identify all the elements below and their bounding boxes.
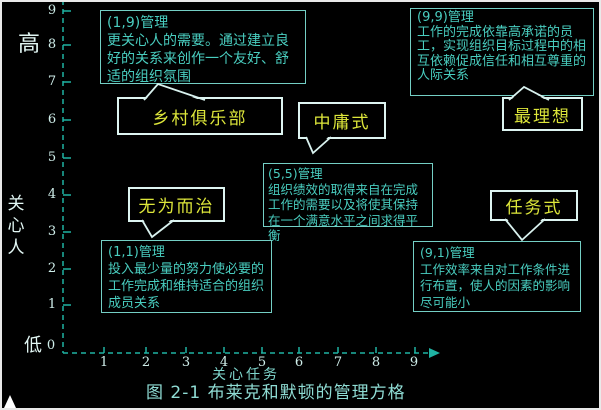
callout-task: 任务式 bbox=[490, 190, 578, 221]
grid-box-9-1: (9,1)管理 工作效率来自对工作条件进行布置，使人的因素的影响尽可能小 bbox=[413, 241, 581, 312]
x-tick-label: 8 bbox=[371, 355, 381, 370]
x-tick-label: 6 bbox=[294, 355, 304, 370]
origin-label: 0 bbox=[46, 338, 56, 353]
figure-caption: 图 2-1 布莱克和默顿的管理方格 bbox=[146, 383, 406, 403]
callout-laissez-faire: 无为而治 bbox=[128, 187, 225, 222]
grid-box-title: (1,1)管理 bbox=[108, 245, 165, 260]
x-tick-label: 5 bbox=[257, 355, 267, 370]
x-tick-label: 1 bbox=[99, 355, 109, 370]
grid-box-1-9: (1,9)管理 更关心人的需要。通过建立良好的关系来创作一个友好、舒适的组织氛围 bbox=[100, 10, 306, 85]
y-tick-label: 5 bbox=[47, 150, 57, 165]
y-tick-label: 2 bbox=[47, 261, 57, 276]
grid-box-title: (1,9)管理 bbox=[107, 15, 169, 31]
grid-box-title: (5,5)管理 bbox=[268, 166, 323, 181]
y-tick-label: 1 bbox=[47, 297, 57, 312]
y-axis-low-label: 低 bbox=[24, 335, 42, 356]
grid-box-body: 组织绩效的取得来自在完成工作的需要以及将使其保持在一个满意水平之间求得平衡 bbox=[268, 181, 419, 244]
y-axis-ticks bbox=[63, 10, 71, 306]
callout-label: 任务式 bbox=[505, 198, 563, 218]
x-tick-label: 9 bbox=[409, 355, 419, 370]
grid-box-body: 投入最少量的努力使必要的工作完成和维持适合的组织成员关系 bbox=[108, 262, 265, 311]
callout-label: 乡村俱乐部 bbox=[152, 108, 248, 129]
x-axis-title: 关心任务 bbox=[212, 367, 280, 383]
x-tick-label: 3 bbox=[181, 355, 191, 370]
grid-box-body: 工作的完成依靠高承诺的员工，实现组织目标过程中的相互依赖促成信任和相互尊重的人际… bbox=[417, 24, 587, 83]
y-axis-high-label: 高 bbox=[18, 32, 41, 57]
y-tick-label: 6 bbox=[47, 112, 57, 127]
x-tick-label: 2 bbox=[141, 355, 151, 370]
callout-label: 中庸式 bbox=[313, 113, 371, 133]
y-tick-label: 8 bbox=[47, 37, 57, 52]
y-tick-label: 4 bbox=[47, 187, 57, 202]
corner-mark-icon bbox=[4, 395, 16, 408]
grid-box-9-9: (9,9)管理 工作的完成依靠高承诺的员工，实现组织目标过程中的相互依赖促成信任… bbox=[410, 8, 594, 96]
grid-box-5-5: (5,5)管理 组织绩效的取得来自在完成工作的需要以及将使其保持在一个满意水平之… bbox=[263, 163, 433, 243]
x-axis-ticks bbox=[103, 347, 416, 353]
callout-country-club: 乡村俱乐部 bbox=[117, 97, 283, 135]
x-tick-label: 7 bbox=[333, 355, 343, 370]
callout-middle-road: 中庸式 bbox=[298, 102, 386, 139]
y-axis-title: 关心人 bbox=[7, 194, 25, 258]
callout-ideal: 最理想 bbox=[502, 97, 583, 131]
grid-box-body: 工作效率来自对工作条件进行布置，使人的因素的影响尽可能小 bbox=[420, 261, 571, 310]
grid-box-title: (9,1)管理 bbox=[420, 245, 475, 260]
grid-box-title: (9,9)管理 bbox=[417, 10, 474, 25]
callout-label: 最理想 bbox=[514, 106, 571, 127]
y-tick-label: 9 bbox=[47, 3, 57, 18]
callout-label: 无为而治 bbox=[138, 197, 215, 217]
y-tick-label: 3 bbox=[47, 224, 57, 239]
y-tick-label: 7 bbox=[47, 74, 57, 89]
grid-box-1-1: (1,1)管理 投入最少量的努力使必要的工作完成和维持适合的组织成员关系 bbox=[101, 240, 272, 313]
grid-box-body: 更关心人的需要。通过建立良好的关系来创作一个友好、舒适的组织氛围 bbox=[107, 33, 289, 85]
x-axis-arrowhead-icon bbox=[429, 348, 440, 358]
x-tick-label: 4 bbox=[219, 355, 229, 370]
